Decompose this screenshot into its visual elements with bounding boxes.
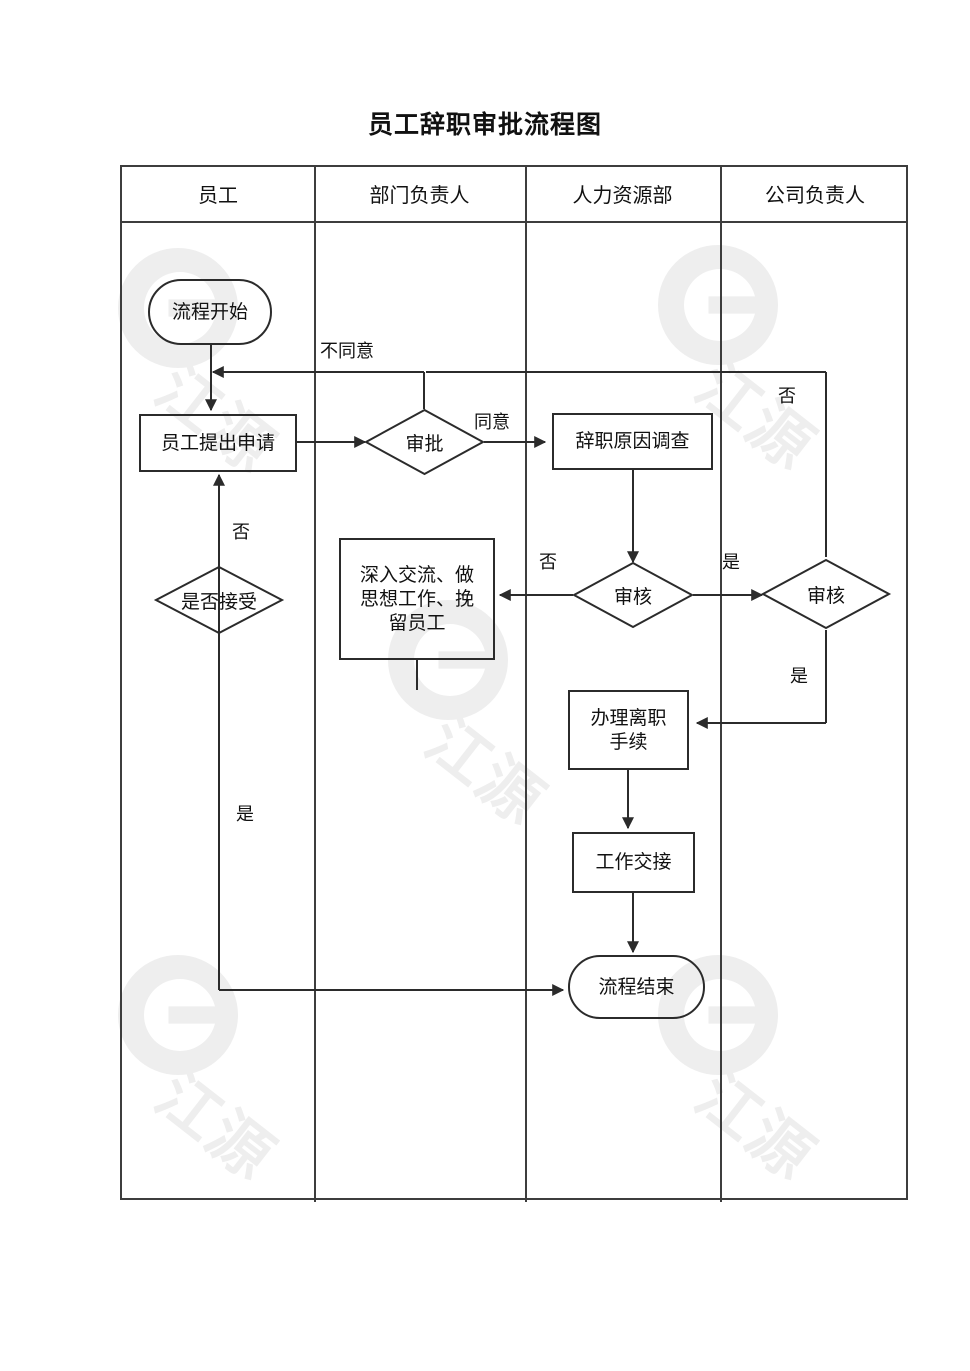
lane-header-company: 公司负责人: [765, 183, 865, 207]
edge-label-accept-yes: 是: [236, 804, 254, 825]
page-title: 员工辞职审批流程图: [367, 110, 602, 139]
lane-header-hr: 人力资源部: [572, 183, 673, 207]
edge-label-accept-no: 否: [232, 522, 250, 543]
node-accept-decision-label: 是否接受: [180, 590, 257, 613]
swimlane-header-row: [122, 167, 906, 223]
node-accept-decision[interactable]: 是否接受: [153, 565, 285, 635]
lane-header-employee: 员工: [198, 183, 238, 207]
node-offboarding-procedure[interactable]: 办理离职 手续: [568, 690, 689, 770]
node-retain-employee-line1: 深入交流、做: [359, 563, 474, 586]
node-retain-employee-line3: 留员工: [388, 612, 446, 635]
edge-label-disagree: 不同意: [320, 341, 374, 362]
node-offboarding-procedure-line1: 办理离职: [590, 706, 667, 729]
edge-label-hr-no: 否: [539, 552, 557, 573]
lane-header-department: 部门负责人: [369, 183, 470, 207]
node-approval-decision-label: 审批: [405, 432, 444, 455]
lane-divider-3: [720, 167, 722, 1202]
edge-label-agree: 同意: [474, 412, 510, 433]
node-hr-review-decision-label: 审核: [613, 585, 652, 608]
swimlane-table: 员工 部门负责人 人力资源部 公司负责人: [120, 165, 908, 1202]
lane-divider-1: [314, 167, 316, 1202]
node-company-review-decision[interactable]: 审核: [760, 558, 892, 630]
node-retain-employee-line2: 思想工作、挽: [359, 587, 474, 610]
node-resignation-reason-survey[interactable]: 辞职原因调查: [552, 413, 713, 470]
edge-label-hr-yes: 是: [722, 552, 740, 573]
node-end[interactable]: 流程结束: [568, 955, 705, 1019]
edge-label-company-yes: 是: [790, 666, 808, 687]
node-approval-decision[interactable]: 审批: [363, 408, 486, 476]
edge-label-company-no: 否: [778, 386, 796, 407]
node-start[interactable]: 流程开始: [148, 279, 272, 345]
node-hr-review-decision[interactable]: 审核: [571, 561, 695, 629]
node-retain-employee[interactable]: 深入交流、做 思想工作、挽 留员工: [339, 538, 495, 660]
node-offboarding-procedure-line2: 手续: [609, 731, 648, 753]
node-submit-application[interactable]: 员工提出申请: [139, 414, 297, 472]
node-company-review-decision-label: 审核: [806, 584, 845, 607]
lane-divider-2: [525, 167, 527, 1202]
node-work-handover[interactable]: 工作交接: [572, 832, 695, 893]
